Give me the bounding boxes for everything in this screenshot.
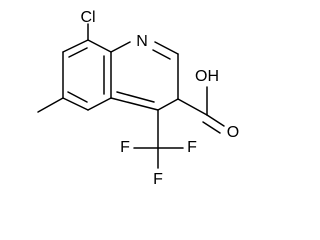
- bond-c4a-c5: [87, 97, 112, 111]
- fluorine-left-label: F: [120, 139, 130, 156]
- pyridine-ring: [110, 41, 179, 111]
- bond-c-o-double-1: [206, 114, 225, 127]
- chemical-structure: Cl N OH O F F F: [37, 9, 239, 188]
- nitrogen-label: N: [136, 33, 148, 50]
- bond-c3-c4: [157, 98, 179, 111]
- bond-c8-c8a: [87, 39, 112, 53]
- bond-n1-c2: [154, 41, 179, 55]
- fluorine-right-label: F: [187, 139, 197, 156]
- bond-c5-c6: [62, 97, 89, 111]
- fluorine-bottom-label: F: [153, 171, 163, 188]
- bond-c-o-double-2: [202, 121, 221, 134]
- bond-c3-cooh: [177, 98, 208, 116]
- bond-n1-c2-inner: [152, 49, 171, 60]
- chlorine-label: Cl: [80, 9, 95, 26]
- bond-c4-c4a: [110, 97, 159, 111]
- bond-c8a-n1: [110, 41, 131, 53]
- hydroxyl-label: OH: [195, 68, 219, 85]
- bond-c7-c8: [62, 39, 89, 53]
- bond-c5-c6-inner: [67, 91, 88, 103]
- carbonyl-oxygen-label: O: [227, 124, 239, 141]
- benzene-ring: [62, 39, 112, 111]
- bond-methyl: [37, 97, 64, 113]
- bond-c7-c8-inner: [68, 47, 88, 58]
- bond-c4-c4a-inner: [116, 91, 155, 103]
